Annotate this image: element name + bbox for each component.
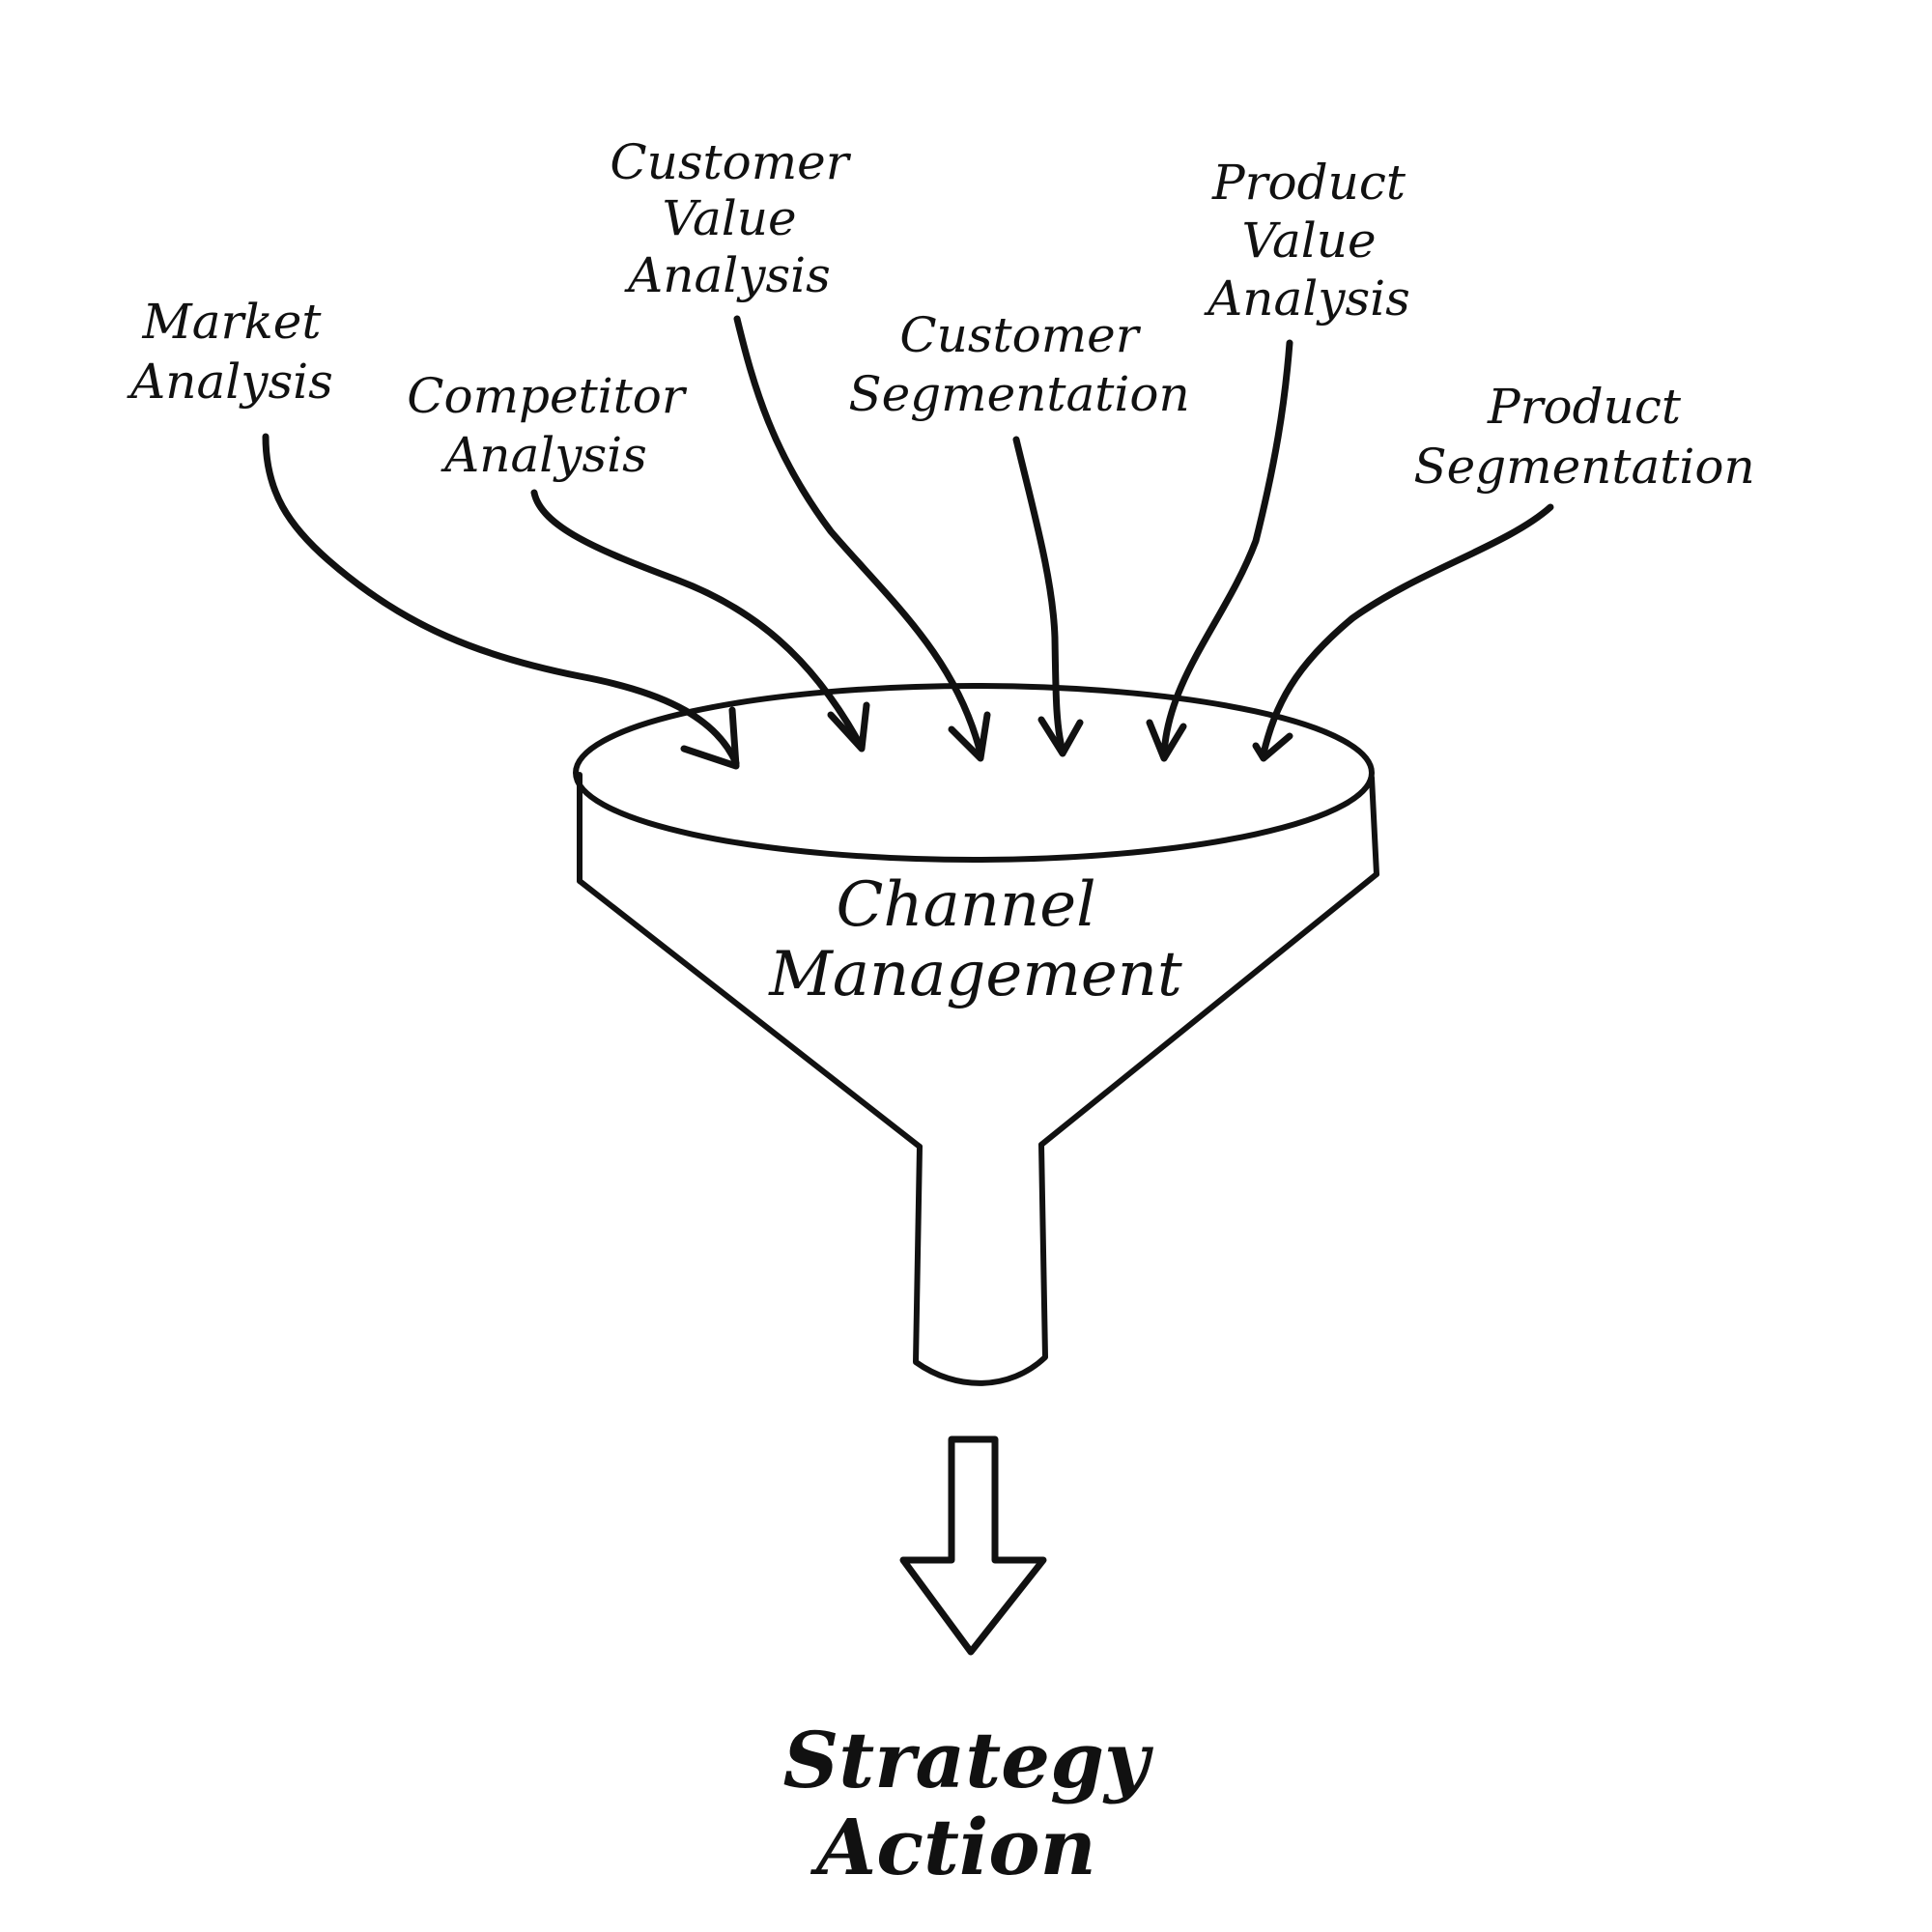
input-label-product-segmentation: Product Segmentation [1413,379,1754,495]
input-label-product-value-analysis: Product Value Analysis [1204,155,1410,327]
funnel-label-line: Management [768,939,1182,1010]
output-label-line: Strategy [783,1715,1155,1805]
input-label-line: Customer [899,307,1141,363]
input-label-line: Competitor [407,368,688,424]
input-arrow-market-analysis [262,433,740,770]
input-label-customer-segmentation: Customer Segmentation [848,307,1189,422]
funnel-cone-right [1038,871,1379,1148]
funnel-cone-left [577,878,923,1150]
input-label-line: Analysis [440,427,647,483]
input-label-market-analysis: Market Analysis [127,294,333,410]
funnel-rim [573,683,1375,863]
input-arrow-customer-segmentation [1012,436,1084,757]
funnel-right-side [1369,775,1379,877]
funnel [573,683,1379,1386]
input-arrow-product-value-analysis [1146,339,1293,762]
input-arrow-product-segmentation [1252,503,1554,762]
funnel-label: Channel Management [768,869,1182,1010]
input-label-line: Value [1241,213,1376,269]
input-label-line: Product [1487,379,1682,435]
input-label-line: Analysis [1204,270,1410,327]
input-label-line: Product [1211,155,1406,211]
input-arrow-customer-value-analysis [733,315,991,762]
input-arrow-competitor-analysis [530,489,870,753]
input-label-line: Analysis [624,247,831,303]
input-label-customer-value-analysis: Customer Value Analysis [610,134,851,303]
funnel-label-line: Channel [836,869,1095,941]
input-label-line: Market [142,294,323,350]
input-label-line: Customer [610,134,851,190]
output-label: Strategy Action [783,1715,1155,1892]
output-label-line: Action [810,1802,1096,1892]
output-arrow [899,1435,1047,1656]
input-label-line: Segmentation [848,366,1189,422]
input-label-line: Analysis [127,354,333,410]
input-label-competitor-analysis: Competitor Analysis [407,368,688,483]
funnel-spout [913,1142,1048,1386]
input-label-line: Segmentation [1413,439,1754,495]
input-label-line: Value [662,190,796,246]
